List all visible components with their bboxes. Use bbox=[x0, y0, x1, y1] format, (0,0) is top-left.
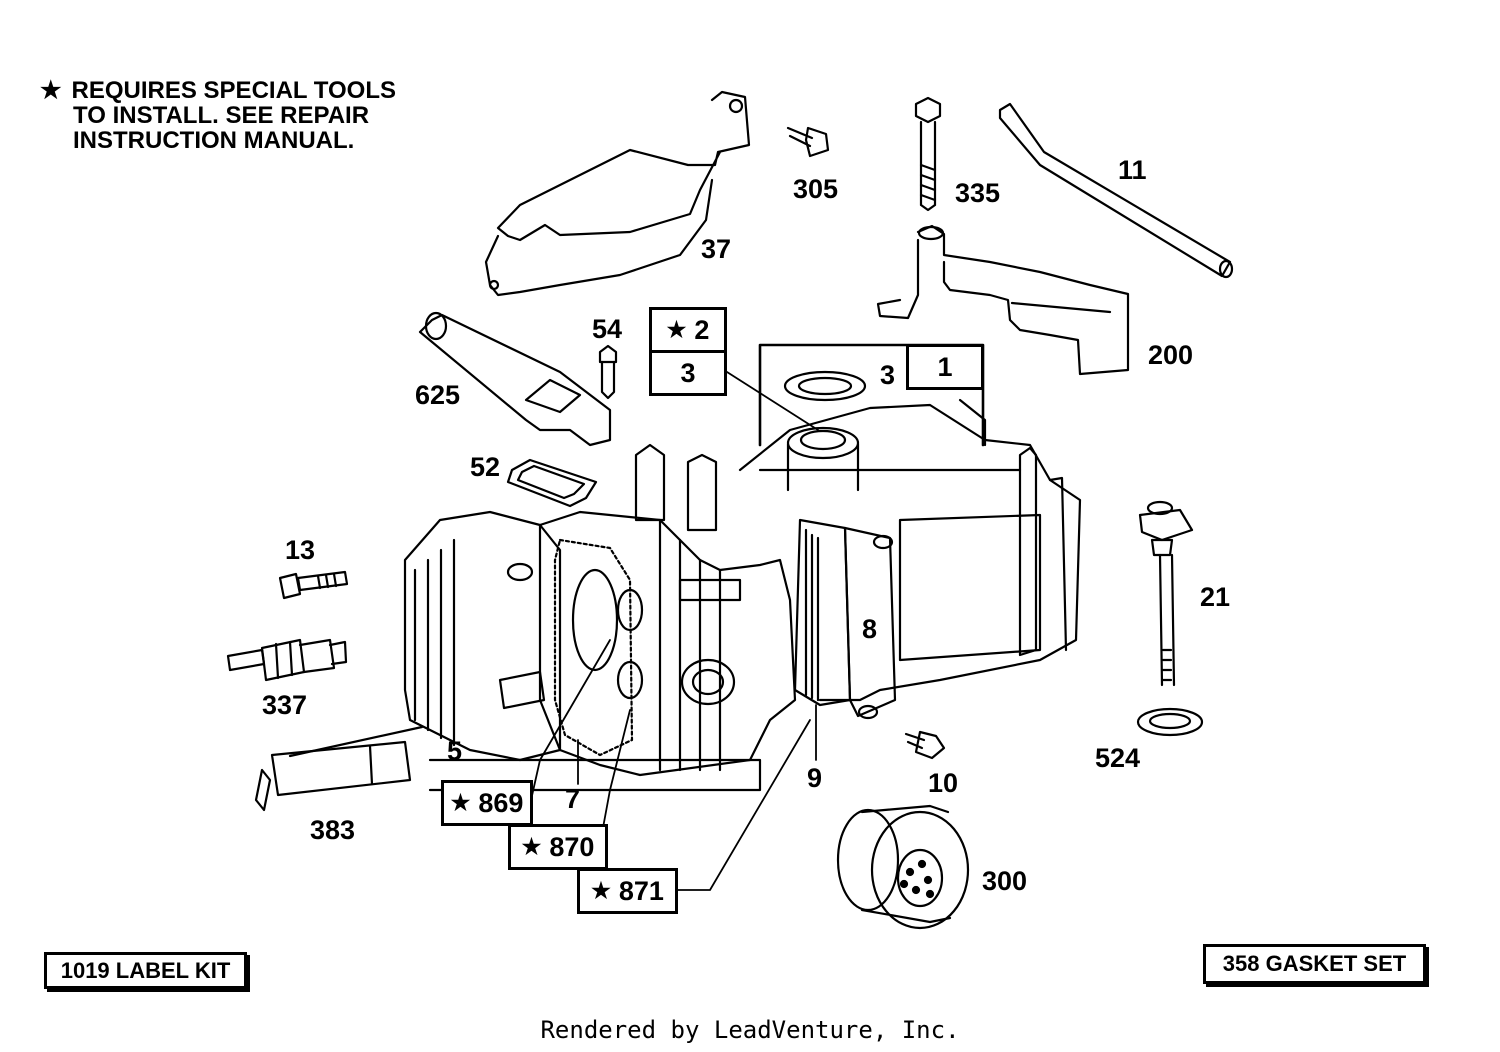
part-label-383[interactable]: 383 bbox=[310, 815, 356, 845]
note-line-3: INSTRUCTION MANUAL. bbox=[73, 127, 355, 154]
part-label-21[interactable]: 21 bbox=[1200, 582, 1231, 612]
part-label-7[interactable]: 7 bbox=[565, 784, 581, 814]
part-box-1-number: 1 bbox=[937, 351, 953, 382]
part-label-300[interactable]: 300 bbox=[982, 866, 1028, 896]
part-337-spark-plug bbox=[226, 638, 348, 682]
part-21-dipstick bbox=[1138, 500, 1194, 687]
part-label-200[interactable]: 200 bbox=[1148, 340, 1194, 370]
part-7-gasket bbox=[553, 538, 644, 757]
part-label-37[interactable]: 37 bbox=[701, 234, 732, 264]
part-label-337[interactable]: 337 bbox=[262, 690, 308, 720]
star-icon: ★ bbox=[521, 834, 542, 859]
part-label-5[interactable]: 5 bbox=[447, 736, 463, 766]
part-305-bolt bbox=[786, 126, 830, 158]
star-icon: ★ bbox=[40, 77, 62, 104]
part-label-52[interactable]: 52 bbox=[470, 452, 501, 482]
cylinder-head bbox=[538, 443, 797, 777]
part-8-cover bbox=[793, 518, 897, 720]
gasket-set-box[interactable]: 358 GASKET SET bbox=[1203, 944, 1426, 984]
footer-credit: Rendered by LeadVenture, Inc. bbox=[540, 1016, 960, 1044]
part-label-54[interactable]: 54 bbox=[592, 314, 623, 344]
special-tools-note: ★ REQUIRES SPECIAL TOOLS TO INSTALL. SEE … bbox=[40, 78, 396, 153]
crankcase-block bbox=[738, 370, 1082, 702]
part-box-870-number: 870 bbox=[549, 831, 595, 862]
part-5-head bbox=[403, 510, 762, 792]
part-label-305[interactable]: 305 bbox=[793, 174, 839, 204]
part-box-871[interactable]: ★ 871 bbox=[577, 868, 678, 914]
note-line-2: TO INSTALL. SEE REPAIR bbox=[73, 102, 370, 129]
part-54-bolt bbox=[598, 344, 618, 400]
part-box-869-number: 869 bbox=[478, 787, 524, 818]
part-box-3[interactable]: 3 bbox=[649, 350, 727, 396]
part-11-rod bbox=[998, 102, 1234, 279]
part-label-3-plain[interactable]: 3 bbox=[880, 360, 896, 390]
part-box-2[interactable]: ★2 bbox=[649, 307, 727, 353]
part-524-washer bbox=[1136, 707, 1204, 737]
part-box-1[interactable]: 1 bbox=[906, 344, 984, 390]
part-label-8[interactable]: 8 bbox=[862, 614, 878, 644]
star-icon: ★ bbox=[666, 317, 687, 342]
part-box-869[interactable]: ★ 869 bbox=[441, 780, 533, 826]
star-icon: ★ bbox=[591, 878, 611, 903]
part-625-tube bbox=[418, 311, 612, 447]
label-kit-box[interactable]: 1019 LABEL KIT bbox=[44, 952, 247, 989]
part-box-870[interactable]: ★ 870 bbox=[508, 824, 608, 870]
part-52-gasket bbox=[506, 458, 598, 508]
part-label-11[interactable]: 11 bbox=[1118, 155, 1147, 185]
part-200-bracket bbox=[876, 224, 1130, 376]
part-37-shield bbox=[484, 90, 751, 297]
part-label-13[interactable]: 13 bbox=[285, 535, 316, 565]
note-line-1: REQUIRES SPECIAL TOOLS bbox=[71, 77, 397, 104]
part-383-tool bbox=[254, 725, 424, 812]
callout-bracket-3-1 bbox=[758, 343, 985, 447]
part-box-871-number: 871 bbox=[618, 875, 664, 906]
part-300-muffler bbox=[836, 804, 970, 930]
part-box-2-number: 2 bbox=[694, 314, 710, 345]
part-label-10[interactable]: 10 bbox=[928, 768, 959, 798]
part-label-524[interactable]: 524 bbox=[1095, 743, 1141, 773]
star-icon: ★ bbox=[450, 790, 471, 815]
part-label-335[interactable]: 335 bbox=[955, 178, 1001, 208]
part-label-625[interactable]: 625 bbox=[415, 380, 461, 410]
part-335-bolt bbox=[914, 96, 942, 212]
part-10-bolt bbox=[904, 730, 946, 760]
part-label-9[interactable]: 9 bbox=[807, 763, 823, 793]
part-13-bolt bbox=[278, 570, 349, 600]
part-box-3-number: 3 bbox=[680, 357, 696, 388]
